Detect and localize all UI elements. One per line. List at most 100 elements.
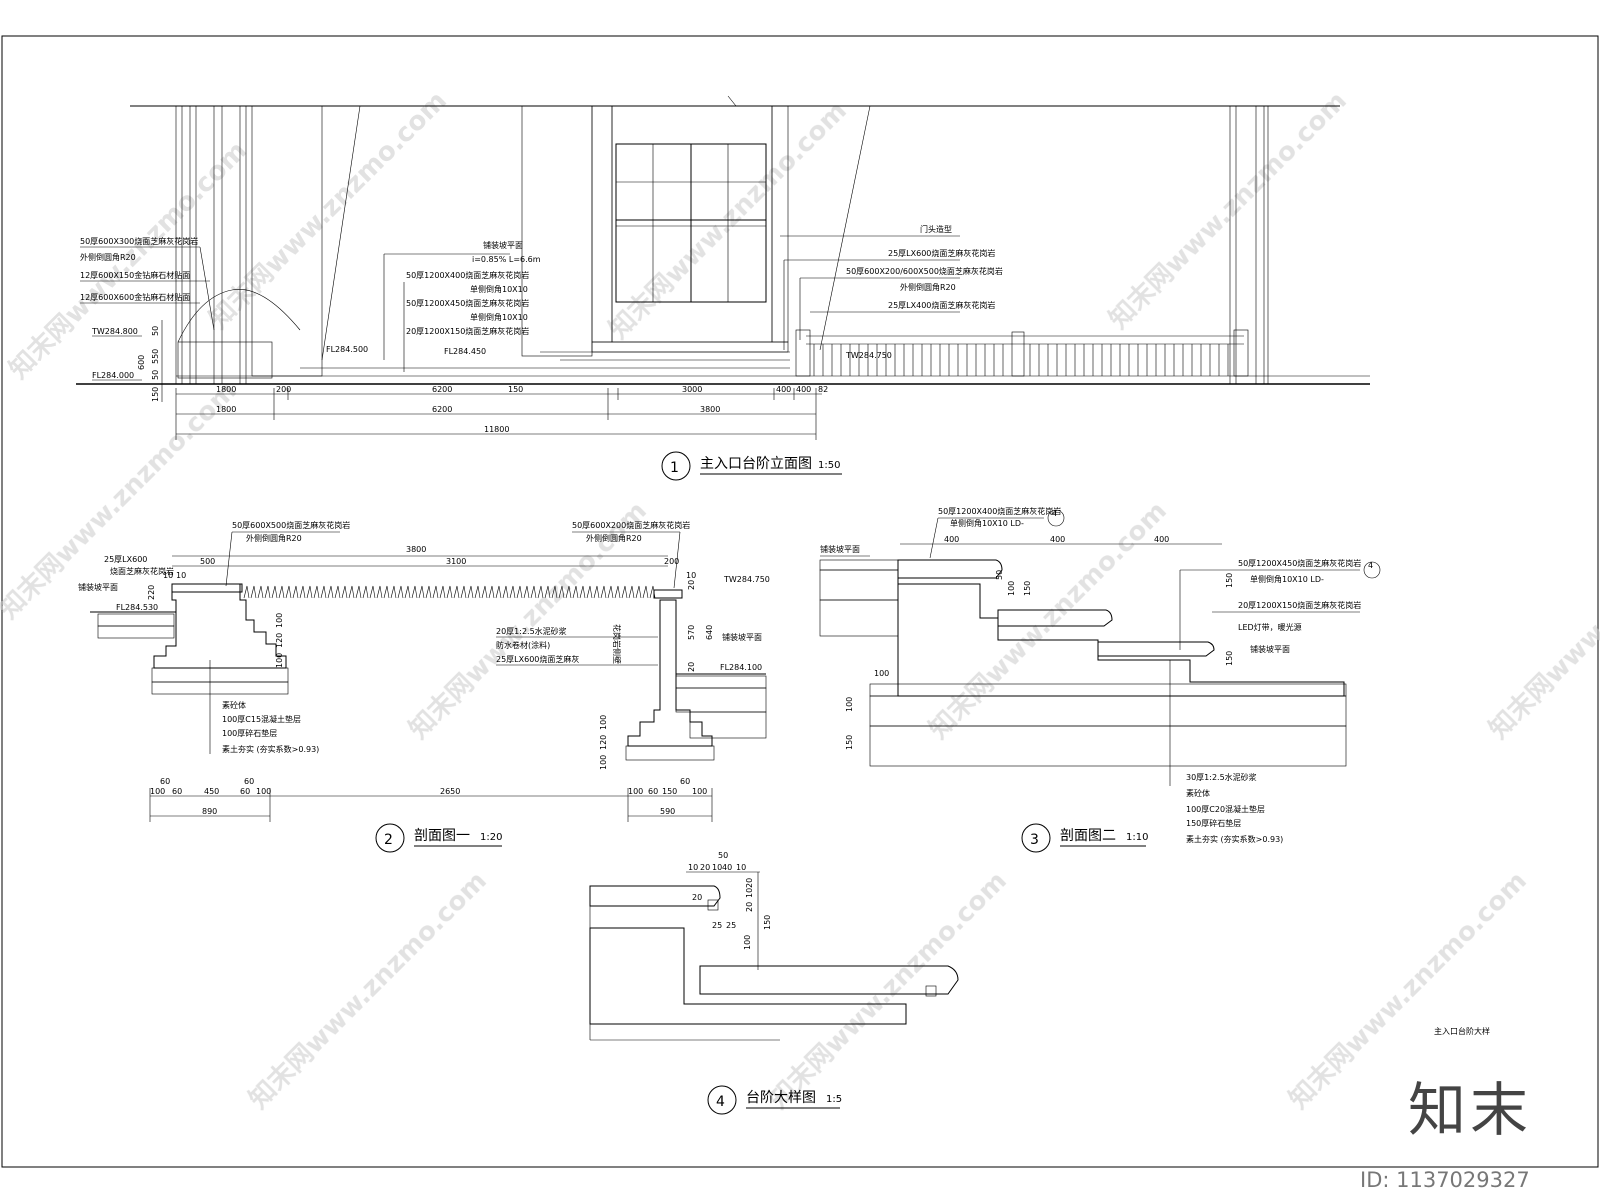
callout: 50厚1200X400烧面芝麻灰花岗岩 — [938, 506, 1061, 516]
brand-logo: 知末 — [1408, 1076, 1533, 1144]
callout: 20厚1:2.5水泥砂浆 — [496, 626, 567, 636]
dim: 20 — [687, 662, 696, 672]
section-two-layers: 30厚1:2.5水泥砂浆 素砼体 100厚C20混凝土垫层 150厚碎石垫层 素… — [1186, 772, 1283, 844]
dim: 10 — [712, 863, 722, 872]
dim: 200 — [664, 557, 679, 566]
watermark: 知末网www.znzmo.com — [204, 86, 453, 335]
dim: 25 — [712, 921, 722, 930]
dim: 600 — [137, 355, 146, 370]
callout: 25厚LX600 — [104, 555, 147, 564]
chamfer-marker — [925, 985, 937, 997]
dim: 150 — [1023, 581, 1032, 596]
dim: 400 — [944, 535, 959, 544]
view-scale: 1:50 — [818, 460, 840, 471]
image-id: ID: 1137029327 — [1360, 1168, 1530, 1192]
callout: 100厚碎石垫层 — [222, 728, 277, 738]
view-number: 2 — [384, 832, 393, 848]
view-title: 剖面图二 — [1060, 828, 1116, 844]
dim: 150 — [763, 915, 772, 930]
dim: 25 — [726, 921, 736, 930]
dim: 60 — [240, 787, 250, 796]
dim: 100 — [743, 935, 752, 950]
detail-ref-number: 4 — [1368, 561, 1373, 570]
callout: 单侧倒角10X10 — [470, 284, 528, 294]
callout: 单侧倒角10X10 — [470, 312, 528, 322]
callout: 50厚1200X400烧面芝麻灰花岗岩 — [406, 270, 529, 280]
detail-side-note: 主入口台阶大样 — [1434, 1026, 1490, 1036]
dim: 3800 — [406, 545, 426, 554]
elevation-view: 50厚600X300烧面芝麻灰花岗岩 外侧倒圆角R20 12厚600X150金钻… — [76, 95, 1370, 481]
dim: 20 — [745, 902, 754, 912]
dim: 100 — [256, 787, 271, 796]
dim: 60 — [680, 777, 690, 786]
detail-ref-bubble — [1047, 509, 1065, 527]
dim: 200 — [276, 385, 291, 394]
dim: 2650 — [440, 787, 460, 796]
step-detail-view: 50 10 20 10 40 10 20 10 20 20 25 25 150 … — [589, 851, 1490, 1115]
detail-dims: 50 10 20 10 40 10 20 10 20 20 25 25 150 … — [686, 851, 772, 970]
dim: 100 — [628, 787, 643, 796]
watermark: 知末网www.znzmo.com — [1484, 496, 1600, 745]
callout: 单侧倒角10X10 LD- — [1250, 574, 1324, 584]
view-number: 1 — [670, 460, 679, 476]
callout: 30厚1:2.5水泥砂浆 — [1186, 772, 1257, 782]
dim: 150 — [662, 787, 677, 796]
dim: 100 — [874, 669, 889, 678]
callout: 烧面芝麻灰花岗岩 — [110, 566, 174, 576]
callout: 外侧倒圆角R20 — [900, 282, 956, 292]
callout: 25厚LX400烧面芝麻灰花岗岩 — [888, 300, 995, 310]
dim: 50 — [151, 326, 160, 336]
watermark: 知末网www.znzmo.com — [764, 866, 1013, 1115]
callout: 铺装坡平面 — [820, 544, 860, 554]
view-number-circle — [375, 823, 405, 853]
dim: 1800 — [216, 405, 236, 414]
dim: 3100 — [446, 557, 466, 566]
level-mark: FL284.500 — [326, 345, 368, 354]
view-title: 主入口台阶立面图 — [700, 456, 812, 472]
callout: 铺装坡平面 — [722, 632, 762, 642]
dim: 50 — [718, 851, 728, 860]
view-scale: 1:10 — [1126, 832, 1148, 843]
dim: 60 — [244, 777, 254, 786]
dim: 6200 — [432, 385, 452, 394]
dim: 640 — [705, 625, 714, 640]
dim: 60 — [648, 787, 658, 796]
view-title: 剖面图一 — [414, 828, 470, 844]
dim: 150 — [1225, 573, 1234, 588]
dim: 10 — [736, 863, 746, 872]
dim: 400 — [776, 385, 791, 394]
dim: 100 — [150, 787, 165, 796]
callout: 素砼体 — [222, 700, 246, 710]
callout: 50厚600X200/600X500烧面芝麻灰花岗岩 — [846, 266, 1003, 276]
dim: 400 — [796, 385, 811, 394]
dim: 150 — [845, 735, 854, 750]
dim: 60 — [172, 787, 182, 796]
dim: 150 — [1225, 651, 1234, 666]
elevation-dims-row1: 1800 200 6200 150 3000 400 400 82 — [216, 385, 828, 394]
dim: 10 — [163, 571, 173, 580]
callout: 20厚1200X150烧面芝麻灰花岗岩 — [406, 326, 529, 336]
dim-total: 11800 — [484, 425, 509, 434]
view-title: 台阶大样图 — [746, 1090, 816, 1106]
elevation-level-marks: TW284.800 FL284.000 FL284.500 FL284.450 … — [91, 327, 892, 381]
elevation-callouts-mid: 铺装坡平面 i=0.85% L=6.6m 50厚1200X400烧面芝麻灰花岗岩… — [383, 240, 541, 372]
dim: 120 — [275, 633, 284, 648]
lawn-grass — [243, 585, 656, 599]
callout: LED灯带，暖光源 — [1238, 622, 1302, 632]
elevation-callouts-left: 50厚600X300烧面芝麻灰花岗岩 外侧倒圆角R20 12厚600X150金钻… — [80, 236, 215, 331]
view-number: 4 — [716, 1094, 725, 1110]
dim: 10 — [745, 888, 754, 898]
view-scale: 1:5 — [826, 1094, 842, 1105]
dim: 100 — [599, 715, 608, 730]
watermark: 知末网www.znzmo.com — [244, 866, 493, 1115]
callout: 100厚C15混凝土垫层 — [222, 714, 301, 724]
dim: 100 — [845, 697, 854, 712]
dim: 10 — [686, 571, 696, 580]
dim: 50 — [995, 570, 1004, 580]
callout: 12厚600X600金钻麻石材贴面 — [80, 292, 190, 302]
dim: 40 — [722, 863, 732, 872]
dim: 10 — [688, 863, 698, 872]
dim: 3800 — [700, 405, 720, 414]
dim: 150 — [151, 387, 160, 402]
